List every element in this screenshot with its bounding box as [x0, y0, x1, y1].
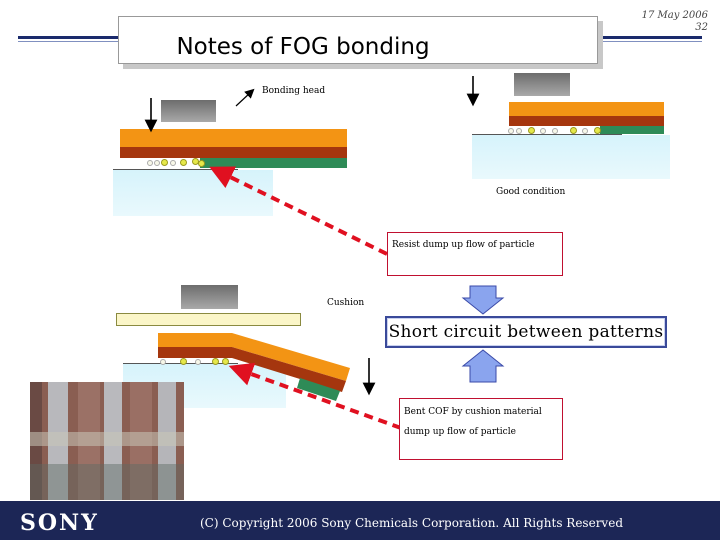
particle: [161, 159, 168, 166]
bent-cof-note-box: Bent COF by cushion material dump up flo…: [399, 398, 563, 460]
particle: [516, 128, 522, 134]
slide-date: 17 May 2006: [641, 10, 708, 21]
particle: [528, 127, 535, 134]
blue-arrow-down-right: [461, 349, 505, 383]
dashed-arrow-bottom: [228, 362, 402, 430]
fpc-green-layer-1: [200, 158, 347, 168]
bent-cof-brown: [158, 347, 346, 392]
particle: [570, 127, 577, 134]
particle: [147, 160, 153, 166]
sony-logo: SONY: [20, 510, 99, 536]
footer-bar: [0, 501, 720, 540]
particle: [180, 159, 187, 166]
cushion-label: Cushion: [327, 298, 365, 308]
bonding-head-label: Bonding head: [262, 86, 326, 96]
particle: [170, 160, 176, 166]
fpc-green-layer-2: [600, 126, 664, 134]
particle: [180, 358, 187, 365]
bonding-head-2: [514, 73, 570, 96]
title-rule-left-top: [18, 36, 118, 39]
fpc-brown-layer-2: [509, 116, 664, 126]
bonding-head-3: [181, 285, 238, 309]
short-circuit-text: Short circuit between patterns: [388, 322, 664, 342]
bonding-head-1: [161, 100, 216, 122]
cushion-sheet: [116, 313, 301, 326]
fpc-orange-layer-2: [509, 102, 664, 116]
particle: [540, 128, 546, 134]
bent-cof-green: [297, 378, 340, 401]
glass-substrate-2: [472, 135, 670, 179]
fpc-brown-layer-1: [120, 147, 347, 158]
date-block: 17 May 2006 32: [642, 10, 708, 34]
copyright-text: (C) Copyright 2006 Sony Chemicals Corpor…: [200, 516, 623, 530]
particle: [552, 128, 558, 134]
good-condition-label: Good condition: [496, 187, 566, 197]
lift-arrow-1: [235, 88, 255, 107]
particle: [222, 358, 229, 365]
particle: [198, 160, 205, 167]
title-rule-right-bottom: [600, 41, 702, 42]
particle: [594, 127, 601, 134]
title-rule-left-bottom: [18, 41, 118, 42]
title-box: Notes of FOG bonding: [118, 16, 598, 64]
glass-edge-line-1: [113, 169, 238, 170]
bent-cof-note-text: Bent COF by cushion material dump up flo…: [404, 407, 542, 437]
short-circuit-box: Short circuit between patterns: [385, 316, 667, 348]
micrograph-image: [30, 382, 184, 500]
particle: [195, 359, 201, 365]
glass-edge-line-2: [472, 134, 622, 135]
particle: [154, 160, 160, 166]
bent-cof-orange: [158, 333, 350, 381]
resist-note-box: Resist dump up flow of particle: [387, 232, 563, 276]
title-rule-right-top: [600, 36, 702, 39]
particle: [582, 128, 588, 134]
micrograph-photo: [30, 382, 184, 500]
slide-number: 32: [695, 22, 708, 33]
particle: [160, 359, 166, 365]
particle: [508, 128, 514, 134]
resist-note-text: Resist dump up flow of particle: [392, 240, 535, 250]
dashed-arrow-top: [209, 166, 388, 256]
fpc-orange-layer-1: [120, 129, 347, 147]
blue-arrow-up-right: [461, 285, 505, 315]
glass-substrate-1: [113, 170, 273, 216]
page-title: Notes of FOG bonding: [176, 34, 430, 60]
particle: [212, 358, 219, 365]
